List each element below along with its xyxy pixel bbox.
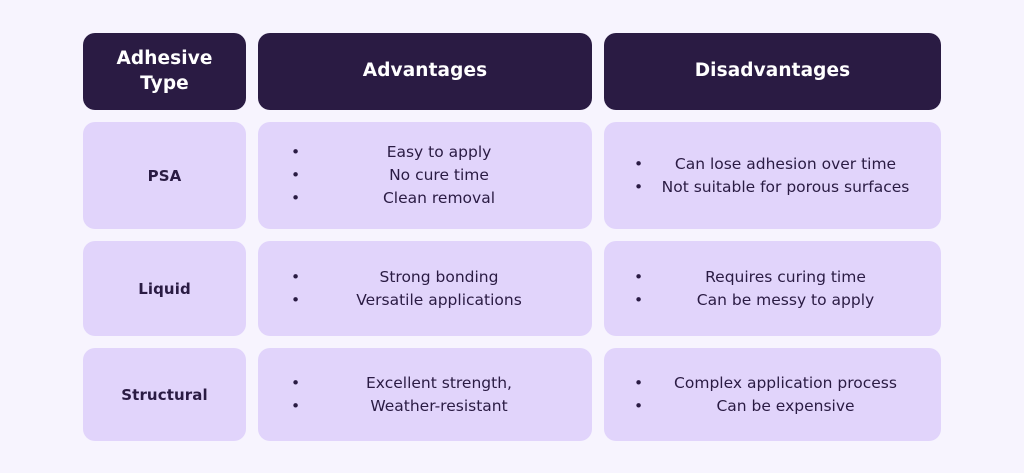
list-item-text: Requires curing time — [705, 267, 866, 286]
list-item-text: Can be messy to apply — [696, 290, 875, 309]
header-label-disadvantages: Disadvantages — [694, 60, 851, 82]
bullet-icon: • — [291, 290, 301, 309]
list-item: • Can be expensive — [616, 395, 929, 418]
row-advantages-cell: • Excellent strength, • Weather-resistan… — [258, 348, 592, 441]
bullet-icon: • — [634, 154, 644, 173]
bullet-icon: • — [634, 290, 644, 309]
list-item: • Can lose adhesion over time — [616, 153, 929, 176]
header-cell-disadvantages: Disadvantages — [604, 33, 941, 110]
bullet-icon: • — [291, 188, 301, 207]
list-item: • Easy to apply — [270, 141, 580, 164]
list-item-text: Clean removal — [382, 188, 496, 207]
row-disadvantages-cell: • Requires curing time • Can be messy to… — [604, 241, 941, 336]
list-item: • Not suitable for porous surfaces — [616, 176, 929, 199]
list-item: • No cure time — [270, 164, 580, 187]
list-item-text: Versatile applications — [356, 290, 522, 309]
list-item-text: Not suitable for porous surfaces — [661, 177, 910, 196]
list-item: • Requires curing time — [616, 266, 929, 289]
list-item-text: Can be expensive — [716, 396, 855, 415]
row-type-label: Structural — [121, 385, 208, 404]
list-item-text: Weather-resistant — [370, 396, 508, 415]
disadvantages-list: • Complex application process • Can be e… — [616, 372, 929, 418]
advantages-list: • Strong bonding • Versatile application… — [270, 266, 580, 312]
table-row: Structural • Excellent strength, • Weath… — [83, 348, 941, 441]
bullet-icon: • — [291, 396, 301, 415]
bullet-icon: • — [291, 373, 301, 392]
bullet-icon: • — [634, 396, 644, 415]
row-type-label: PSA — [147, 166, 182, 185]
list-item: • Versatile applications — [270, 289, 580, 312]
list-item: • Clean removal — [270, 187, 580, 210]
row-type-cell: Structural — [83, 348, 246, 441]
disadvantages-list: • Requires curing time • Can be messy to… — [616, 266, 929, 312]
list-item: • Can be messy to apply — [616, 289, 929, 312]
table-row: Liquid • Strong bonding • Versatile appl… — [83, 241, 941, 336]
bullet-icon: • — [634, 267, 644, 286]
list-item: • Excellent strength, — [270, 372, 580, 395]
advantages-list: • Excellent strength, • Weather-resistan… — [270, 372, 580, 418]
list-item-text: Strong bonding — [379, 267, 499, 286]
list-item: • Strong bonding — [270, 266, 580, 289]
row-type-cell: PSA — [83, 122, 246, 229]
advantages-list: • Easy to apply • No cure time • Clean r… — [270, 141, 580, 210]
list-item-text: Excellent strength, — [366, 373, 512, 392]
list-item-text: Easy to apply — [386, 143, 492, 162]
header-cell-advantages: Advantages — [258, 33, 592, 110]
row-disadvantages-cell: • Complex application process • Can be e… — [604, 348, 941, 441]
bullet-icon: • — [291, 143, 301, 162]
row-disadvantages-cell: • Can lose adhesion over time • Not suit… — [604, 122, 941, 229]
list-item: • Complex application process — [616, 372, 929, 395]
row-type-cell: Liquid — [83, 241, 246, 336]
list-item-text: Complex application process — [674, 373, 897, 392]
disadvantages-list: • Can lose adhesion over time • Not suit… — [616, 153, 929, 199]
bullet-icon: • — [634, 177, 644, 196]
list-item-text: No cure time — [389, 166, 489, 185]
bullet-icon: • — [291, 267, 301, 286]
row-advantages-cell: • Strong bonding • Versatile application… — [258, 241, 592, 336]
table-row: PSA • Easy to apply • No cure time • Cle… — [83, 122, 941, 229]
list-item-text: Can lose adhesion over time — [674, 154, 897, 173]
header-label-advantages: Advantages — [362, 60, 488, 82]
row-advantages-cell: • Easy to apply • No cure time • Clean r… — [258, 122, 592, 229]
bullet-icon: • — [634, 373, 644, 392]
bullet-icon: • — [291, 166, 301, 185]
list-item: • Weather-resistant — [270, 395, 580, 418]
row-type-label: Liquid — [138, 279, 191, 298]
